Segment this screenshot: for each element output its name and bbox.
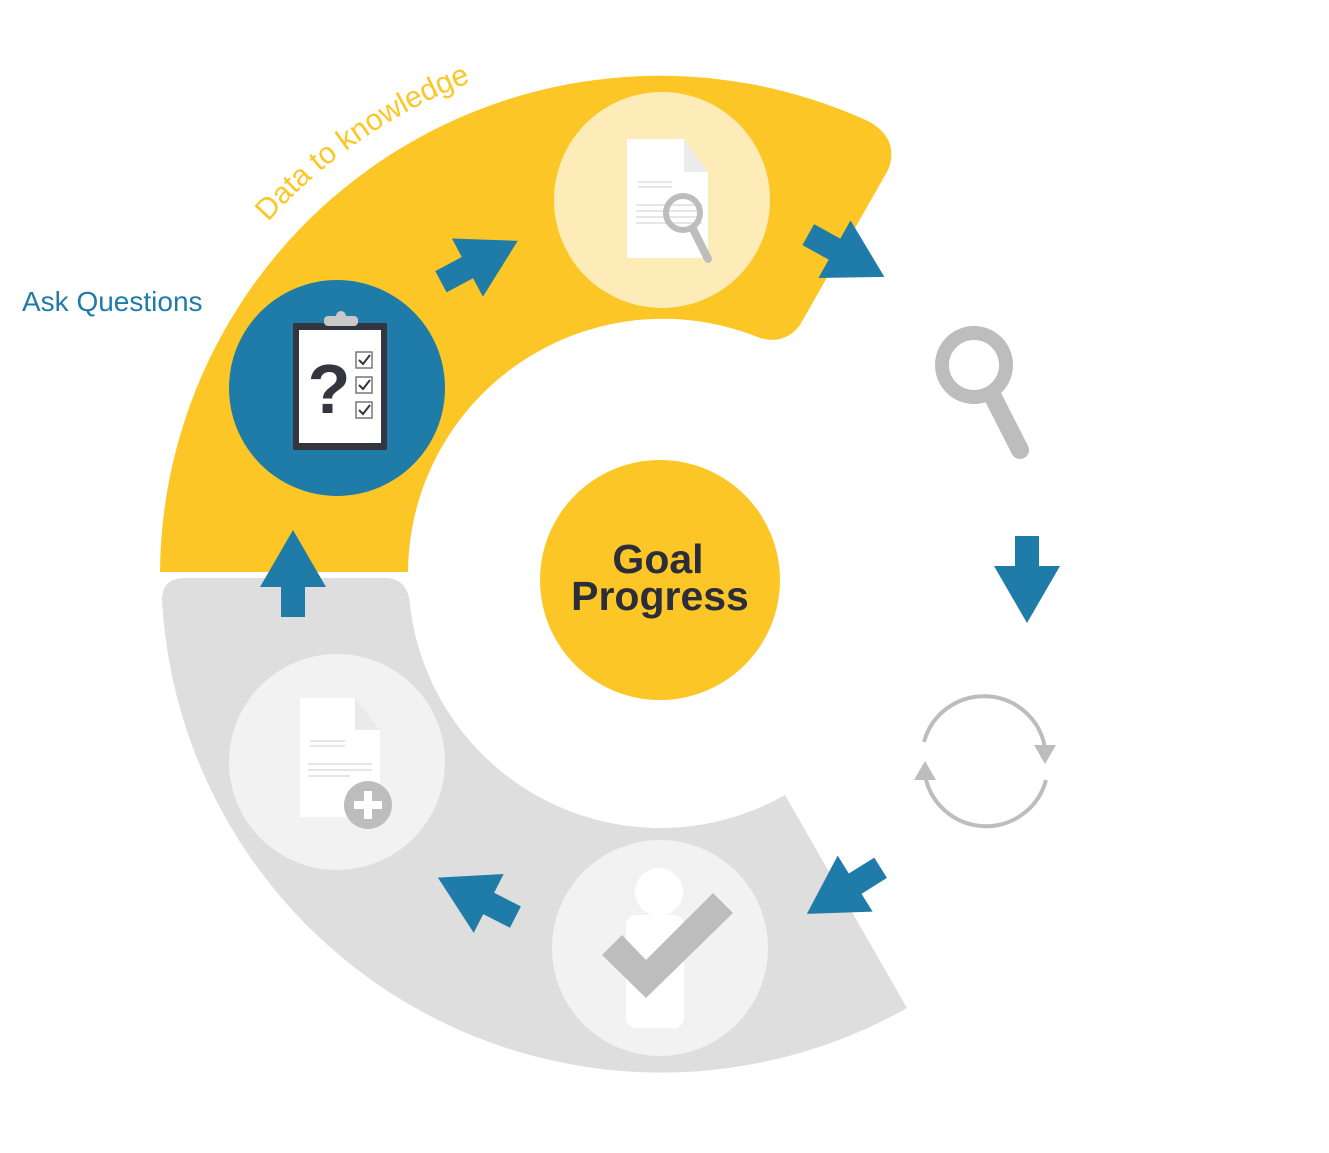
clipboard-question-icon: ? xyxy=(229,280,445,496)
progress-label: Progress xyxy=(571,573,749,619)
ask-questions-label: Ask Questions xyxy=(22,286,203,317)
arrow-down-icon xyxy=(994,536,1060,623)
person-check-icon xyxy=(552,840,768,1056)
add-document-icon xyxy=(229,654,445,870)
goal-progress-circle xyxy=(540,460,780,700)
magnifier-icon xyxy=(935,326,1029,459)
svg-text:?: ? xyxy=(308,350,351,428)
goal-label: Goal xyxy=(612,536,703,582)
refresh-cycle-icon xyxy=(914,694,1056,829)
document-search-icon xyxy=(554,92,770,308)
